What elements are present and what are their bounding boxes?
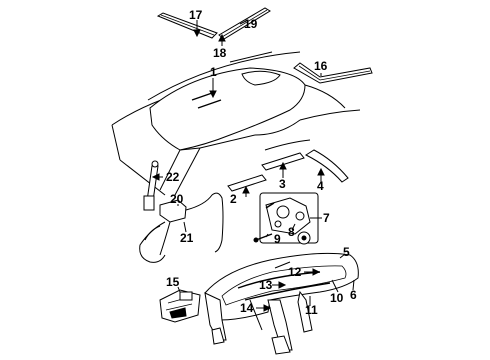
part-7-8-9-latch-assembly [253, 192, 319, 245]
part-2-weatherstrip [227, 174, 267, 192]
label-12: 12 [288, 265, 302, 279]
label-22: 22 [166, 170, 180, 184]
label-11: 11 [305, 303, 318, 317]
label-2: 2 [230, 192, 237, 206]
part-number-labels: 17 18 19 1 16 22 3 4 20 2 7 8 9 21 5 12 … [166, 8, 357, 317]
part-17-weatherstrip [156, 12, 218, 39]
label-14: 14 [240, 301, 254, 315]
leader-lines [151, 20, 355, 312]
label-17: 17 [189, 8, 203, 22]
label-10: 10 [330, 291, 344, 305]
part-15-bracket [159, 289, 201, 323]
label-9: 9 [274, 232, 281, 246]
part-22-cylinder [143, 160, 159, 211]
label-18: 18 [213, 46, 227, 60]
label-15: 15 [166, 275, 180, 289]
label-4: 4 [317, 179, 324, 193]
label-8: 8 [288, 225, 295, 239]
label-13: 13 [259, 278, 273, 292]
part-3-weatherstrip [261, 152, 305, 171]
label-1: 1 [210, 65, 217, 79]
label-21: 21 [180, 231, 194, 245]
label-16: 16 [314, 59, 328, 73]
label-6: 6 [350, 288, 357, 302]
part-16-weatherstrip [293, 62, 373, 84]
label-3: 3 [279, 177, 286, 191]
part-4-weatherstrip [304, 149, 349, 183]
label-20: 20 [170, 192, 184, 206]
label-5: 5 [343, 245, 350, 259]
label-19: 19 [244, 17, 258, 31]
label-7: 7 [323, 211, 330, 225]
part-20-21-pump-assembly [139, 192, 224, 263]
